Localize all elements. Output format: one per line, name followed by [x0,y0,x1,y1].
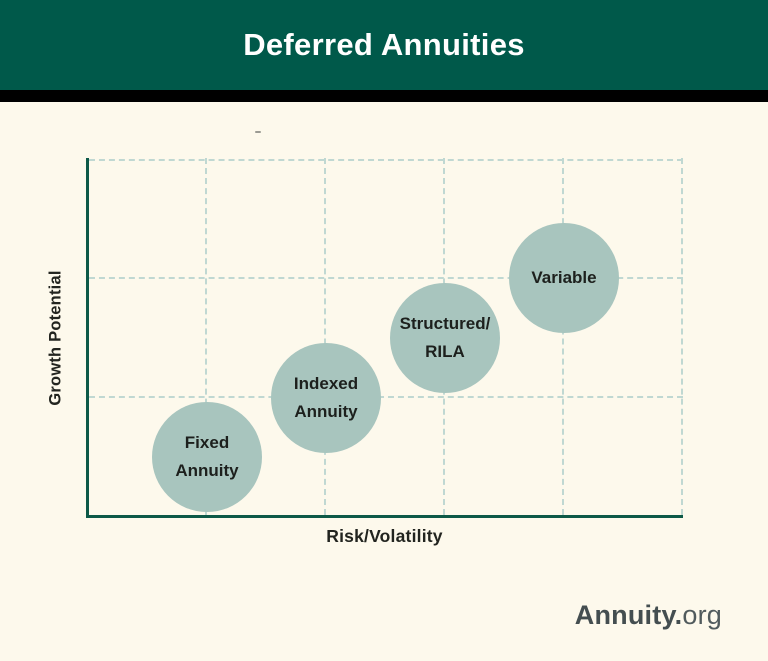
brand-logo: Annuity.org [575,600,722,631]
header-divider [0,90,768,102]
header-banner: Deferred Annuities [0,0,768,90]
bubble-label: Indexed [293,374,359,393]
bubble-label: RILA [425,342,465,361]
bubble-label: Annuity [175,461,239,480]
stray-dash-mark [255,131,261,133]
brand-name: Annuity. [574,600,683,630]
gridline-vertical [681,158,683,515]
gridline-vertical [562,158,564,515]
gridline-vertical [205,158,207,515]
bubble-label: Variable [531,268,597,287]
x-axis-label: Risk/Volatility [326,526,443,546]
brand-tld: org [682,600,722,630]
bubble-label: Structured/ [399,314,491,333]
gridline-horizontal [89,159,683,161]
gridline-vertical [324,158,326,515]
page-title: Deferred Annuities [243,27,525,62]
y-axis-label: Growth Potential [46,270,65,406]
bubble-variable: Variable [509,223,619,333]
bubble-structured-rila: Structured/RILA [390,283,500,393]
gridline-horizontal [89,396,683,398]
bubble-label: Annuity [294,402,358,421]
bubble-label: Fixed [184,433,230,452]
gridline-horizontal [89,277,683,279]
